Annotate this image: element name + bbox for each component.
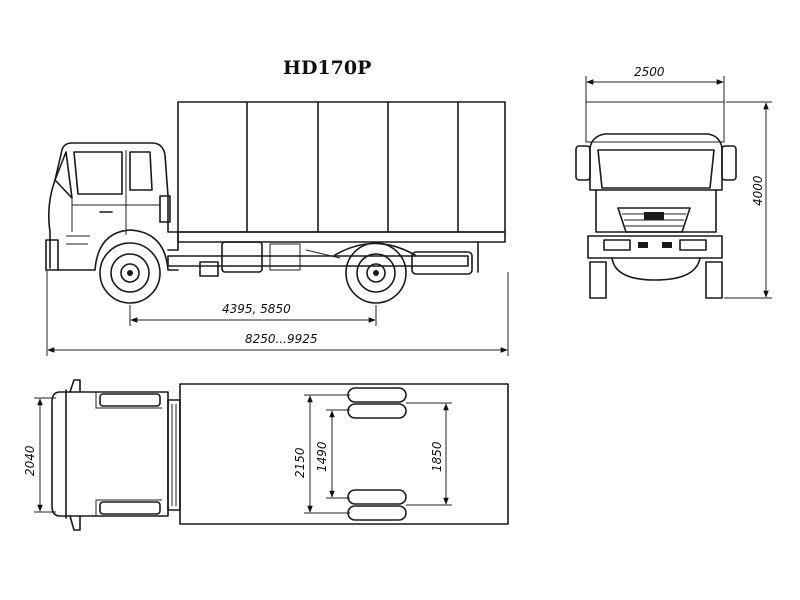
cab-outline xyxy=(48,142,179,269)
height-label: 4000 xyxy=(751,175,765,206)
model-title: HD170P xyxy=(283,57,371,79)
top-cab xyxy=(51,391,169,517)
front-tire-right xyxy=(705,261,723,299)
fuel-tank xyxy=(411,251,473,275)
top-mirror-right xyxy=(69,515,81,531)
rear-track-label: 1850 xyxy=(430,441,444,472)
front-tire-left xyxy=(589,261,607,299)
wheelbase-label: 4395, 5850 xyxy=(222,302,291,316)
length-label: 8250...9925 xyxy=(245,332,318,346)
side-view xyxy=(45,101,506,304)
height-dimension: 4000 xyxy=(724,101,772,299)
top-cargo-box xyxy=(179,383,509,525)
wheelbase-dimension: 4395, 5850 xyxy=(129,302,377,326)
rear-wheel-bottom-outer xyxy=(347,505,407,521)
rear-wheel xyxy=(345,242,407,304)
mirror-left xyxy=(575,145,591,181)
length-dimension: 8250...9925 xyxy=(46,270,509,356)
front-track-label: 1490 xyxy=(315,441,329,472)
top-view xyxy=(51,379,509,531)
cab-width-label: 2040 xyxy=(23,445,37,476)
front-track-dimension: 1490 xyxy=(315,409,350,499)
box-floor xyxy=(177,231,506,243)
mirror-right xyxy=(721,145,737,181)
front-windshield xyxy=(597,149,715,189)
rear-track-dimension: 1850 xyxy=(406,402,452,506)
front-bumper-view xyxy=(587,235,723,259)
rear-wheel-bottom-inner xyxy=(347,489,407,505)
top-mirror-left xyxy=(69,379,81,393)
rear-outer-track-dimension: 2150 xyxy=(293,394,350,514)
cab-width-dimension: 2040 xyxy=(23,397,56,513)
cargo-box xyxy=(177,101,506,233)
rear-outer-track-label: 2150 xyxy=(293,447,307,478)
front-bumper xyxy=(45,239,59,271)
front-wheel xyxy=(99,242,161,304)
cab-window xyxy=(73,151,123,195)
rear-wheel-top-outer xyxy=(347,387,407,403)
front-grille xyxy=(617,207,691,233)
front-width-dimension: 2500 xyxy=(585,65,725,104)
rear-wheel-top-inner xyxy=(347,403,407,419)
cab-rear-window xyxy=(129,151,153,191)
front-width-label: 2500 xyxy=(634,65,665,79)
battery-box xyxy=(221,241,263,273)
front-view xyxy=(575,101,737,299)
